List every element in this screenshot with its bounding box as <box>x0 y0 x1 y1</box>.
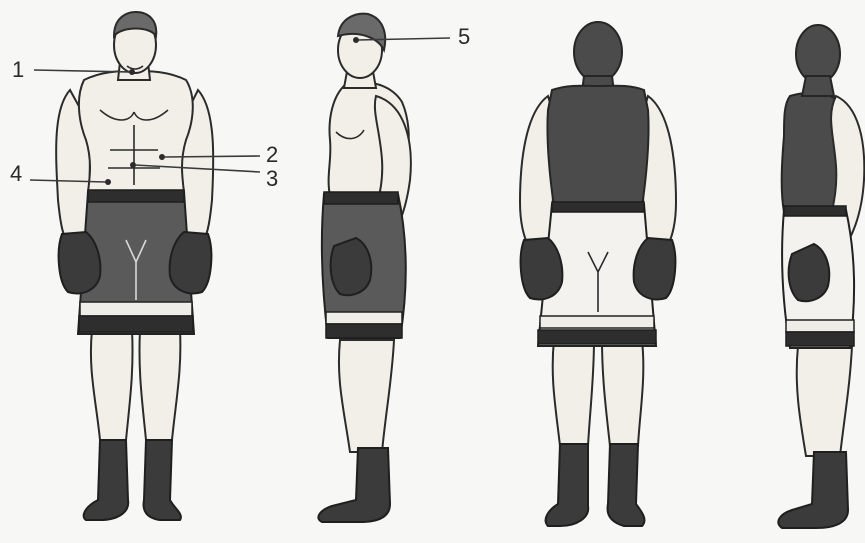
vest-right-glove <box>634 238 676 299</box>
side-vest-head <box>796 25 840 83</box>
vest-stripe-dark <box>538 330 656 344</box>
side-glove <box>331 238 372 295</box>
vest-head <box>574 22 622 82</box>
vest-left-boot <box>546 444 589 526</box>
callout-number: 4 <box>10 161 22 186</box>
vest-top <box>547 86 648 206</box>
callout-number: 2 <box>266 142 278 167</box>
side-stripe-light <box>326 312 402 324</box>
boxer-side-bare-chest <box>318 14 410 522</box>
boxer-front-bare-chest <box>56 12 213 520</box>
torso <box>79 71 193 192</box>
side-waistband <box>324 192 398 204</box>
vest-left-glove <box>521 238 563 299</box>
side-vest-glove <box>789 244 830 301</box>
vest-right-boot <box>608 444 645 526</box>
side-vest-stripe-light <box>786 320 854 332</box>
side-vest-neck <box>802 76 834 96</box>
callout-number: 1 <box>12 57 24 82</box>
side-boot <box>318 448 390 522</box>
right-glove <box>170 232 212 293</box>
vest-left-leg <box>553 340 594 446</box>
waistband <box>88 190 184 202</box>
vest-stripe-light <box>540 316 654 328</box>
side-leg <box>339 340 394 452</box>
left-boot <box>84 440 129 520</box>
callout-number: 3 <box>266 166 278 191</box>
vest-waistband <box>552 202 644 212</box>
shorts-stripe-light <box>80 302 192 316</box>
shorts-stripe-dark <box>79 316 193 332</box>
vest-right-leg <box>602 340 643 446</box>
right-leg <box>139 330 180 440</box>
side-vest-stripe-dark <box>786 332 854 346</box>
left-leg <box>91 330 133 440</box>
side-vest-boot <box>778 452 848 528</box>
boxer-side-vest <box>778 25 864 528</box>
side-stripe-dark <box>326 324 402 338</box>
side-vest-leg <box>797 346 852 456</box>
callout-number: 5 <box>458 24 470 49</box>
left-glove <box>59 232 101 293</box>
boxer-front-vest <box>520 22 676 526</box>
right-boot <box>144 440 181 520</box>
side-vest-waistband <box>784 206 846 216</box>
